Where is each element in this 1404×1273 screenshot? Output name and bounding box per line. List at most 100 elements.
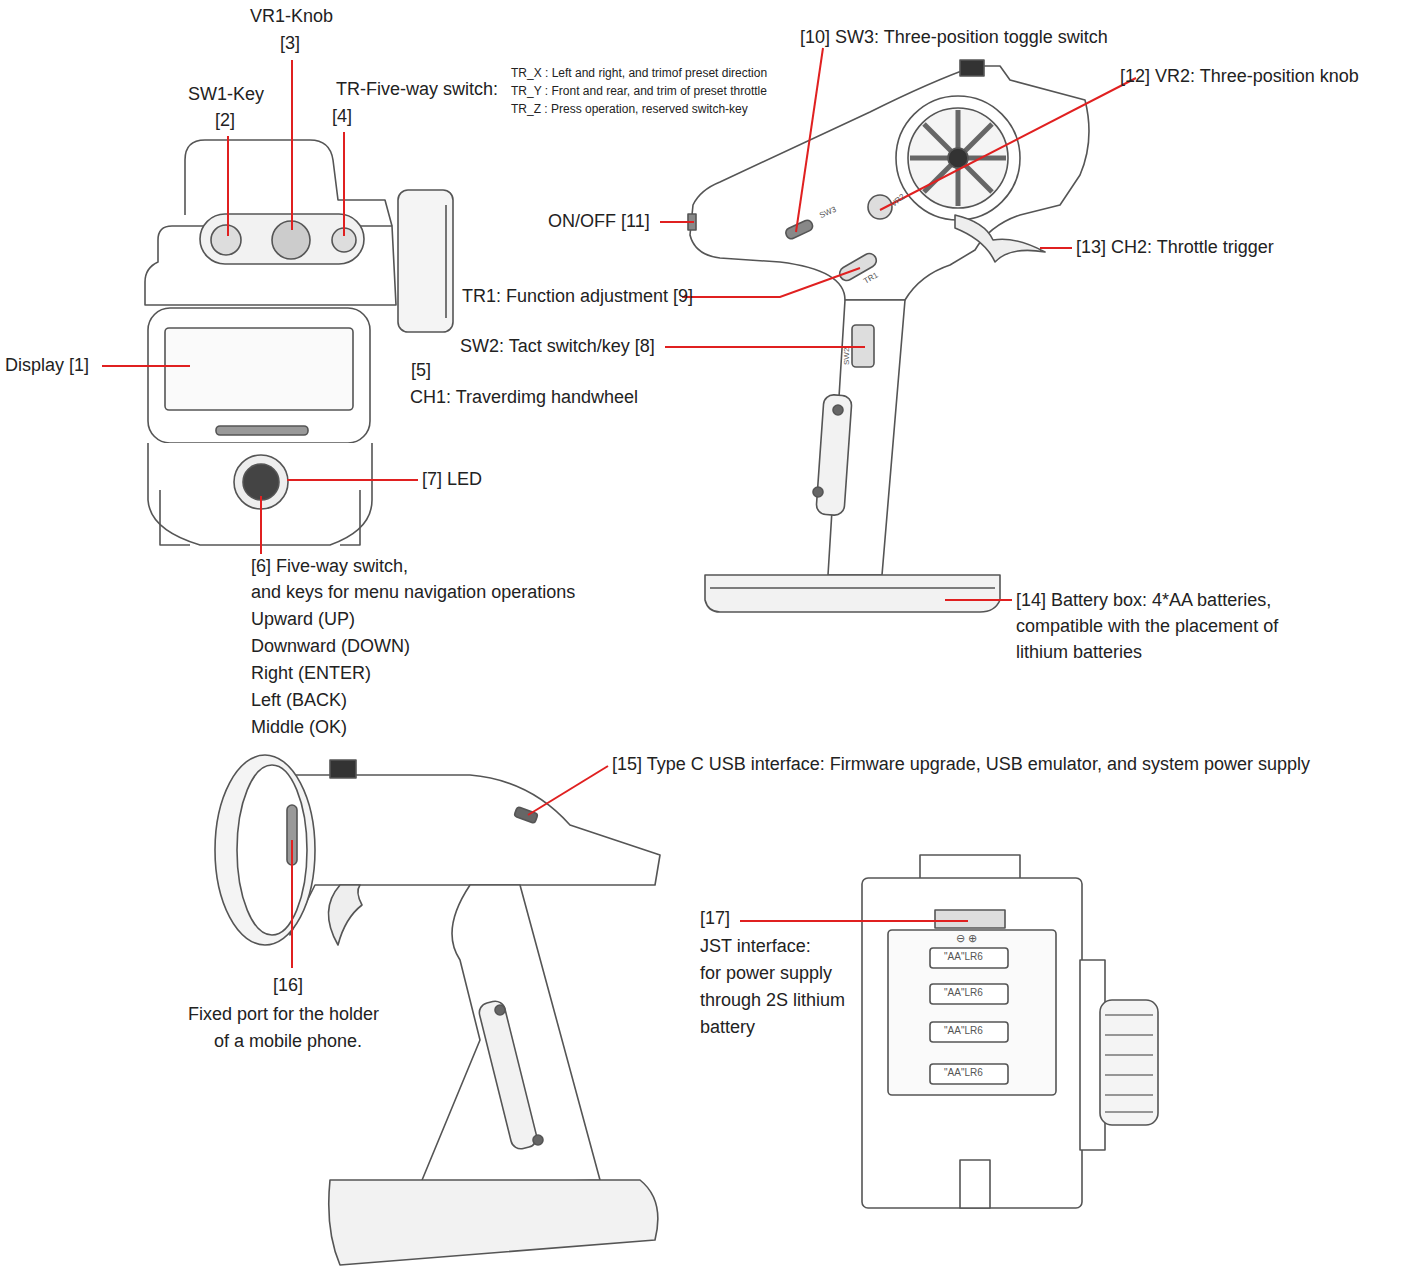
callout-label: SW1-Key	[188, 84, 264, 105]
battery-base	[705, 575, 1000, 612]
leader-line	[291, 840, 293, 968]
part-marking: VR2	[889, 192, 907, 209]
throttle-trigger	[955, 215, 1045, 262]
leader-lines	[102, 48, 1136, 968]
callout-label: TR1: Function adjustment [9]	[462, 286, 693, 307]
callout-label: TR_Z : Press operation, reserved switch-…	[511, 103, 748, 117]
callout-label: for power supply	[700, 963, 832, 984]
grip-inlay	[816, 394, 852, 516]
spoke	[924, 165, 951, 192]
callout-label: SW2: Tact switch/key [8]	[460, 336, 655, 357]
sw1-key	[211, 225, 241, 255]
leader-line	[291, 60, 293, 230]
callout-label: [3]	[280, 33, 300, 54]
leader-line	[343, 132, 345, 236]
callout-label: and keys for menu navigation operations	[251, 582, 575, 603]
part-marking: "AA"LR6	[944, 987, 983, 999]
base-edge	[710, 587, 995, 589]
top-knob	[920, 855, 1020, 880]
front-view	[145, 140, 453, 545]
battery-cell	[930, 984, 1008, 1004]
ridge	[1105, 1094, 1153, 1096]
wheel-spokes	[910, 110, 1006, 206]
upper-body	[690, 66, 1089, 300]
callout-label: battery	[700, 1017, 755, 1038]
handwheel-edge	[445, 205, 447, 318]
part-marking: TR1	[862, 270, 880, 286]
leader-line	[660, 221, 694, 223]
ridge	[1105, 1034, 1153, 1036]
ridge	[1105, 1014, 1153, 1016]
callout-label: through 2S lithium	[700, 990, 845, 1011]
callout-label: Middle (OK)	[251, 717, 347, 738]
callout-label: [6] Five-way switch,	[251, 556, 408, 577]
battery-cell	[930, 948, 1008, 968]
leader-line	[227, 136, 229, 236]
wheel-ridges	[1105, 1015, 1153, 1112]
callout-label: VR1-Knob	[250, 6, 333, 27]
callout-label: of a mobile phone.	[214, 1031, 362, 1052]
ridge	[1105, 1074, 1153, 1076]
battery-compartment	[888, 930, 1056, 1095]
callout-label: Fixed port for the holder	[188, 1004, 379, 1025]
callout-label: [10] SW3: Three-position toggle switch	[800, 27, 1108, 48]
callout-label: TR_Y : Front and rear, and trim of prese…	[511, 85, 767, 99]
battery-cell	[930, 1064, 1008, 1084]
callout-label: Upward (UP)	[251, 609, 355, 630]
handwheel	[398, 190, 453, 332]
part-marking: ⊖ ⊕	[956, 932, 977, 945]
screw	[833, 405, 843, 415]
right-view	[688, 60, 1089, 612]
spoke	[924, 124, 951, 151]
jst-connector	[935, 910, 1005, 928]
part-marking: "AA"LR6	[944, 951, 983, 963]
callout-label: [17]	[700, 908, 730, 929]
foot	[340, 490, 360, 545]
callout-label: [7] LED	[422, 469, 482, 490]
spoke	[968, 156, 1006, 161]
five-way-knob	[243, 464, 279, 500]
leader-line	[740, 920, 968, 922]
bottom-stub	[960, 1160, 990, 1208]
callout-label: lithium batteries	[1016, 642, 1142, 663]
antenna-knob	[330, 760, 356, 778]
wheel-hub	[948, 148, 968, 168]
bottom-view	[862, 855, 1158, 1208]
callout-label: [5]	[411, 360, 431, 381]
spoke	[965, 124, 992, 151]
part-marking: SW3	[818, 205, 838, 221]
callout-label: Right (ENTER)	[251, 663, 371, 684]
leader-line	[1040, 247, 1072, 249]
screw	[495, 1005, 505, 1015]
handwheel-inner	[237, 765, 307, 935]
spoke	[956, 168, 961, 206]
callout-label: JST interface:	[700, 936, 811, 957]
leader-line	[528, 766, 608, 815]
usb-port	[514, 807, 538, 824]
spoke	[910, 156, 948, 161]
button-panel	[200, 214, 364, 264]
part-marking: "AA"LR6	[944, 1025, 983, 1037]
handwheel	[1100, 1000, 1158, 1125]
callout-label: ON/OFF [11]	[548, 211, 650, 232]
callout-label: CH1: Traverdimg handwheel	[410, 387, 638, 408]
callout-label: Left (BACK)	[251, 690, 347, 711]
leader-line	[102, 365, 190, 367]
ridge	[1105, 1111, 1153, 1113]
battery-base	[329, 1180, 658, 1265]
leader-line	[796, 48, 823, 232]
vr2-knob	[868, 195, 892, 219]
wheel-outer	[896, 96, 1020, 220]
callout-label: [15] Type C USB interface: Firmware upgr…	[612, 754, 1310, 775]
outer-body	[862, 878, 1082, 1208]
grip-inlay	[477, 999, 539, 1151]
callout-label: [2]	[215, 110, 235, 131]
leader-line	[260, 496, 262, 554]
screw	[533, 1135, 543, 1145]
leader-line	[945, 599, 1012, 601]
leader-line	[665, 346, 865, 348]
sw3-toggle	[784, 219, 814, 241]
part-marking: "AA"LR6	[944, 1067, 983, 1079]
part-marking: SW2	[842, 348, 851, 365]
